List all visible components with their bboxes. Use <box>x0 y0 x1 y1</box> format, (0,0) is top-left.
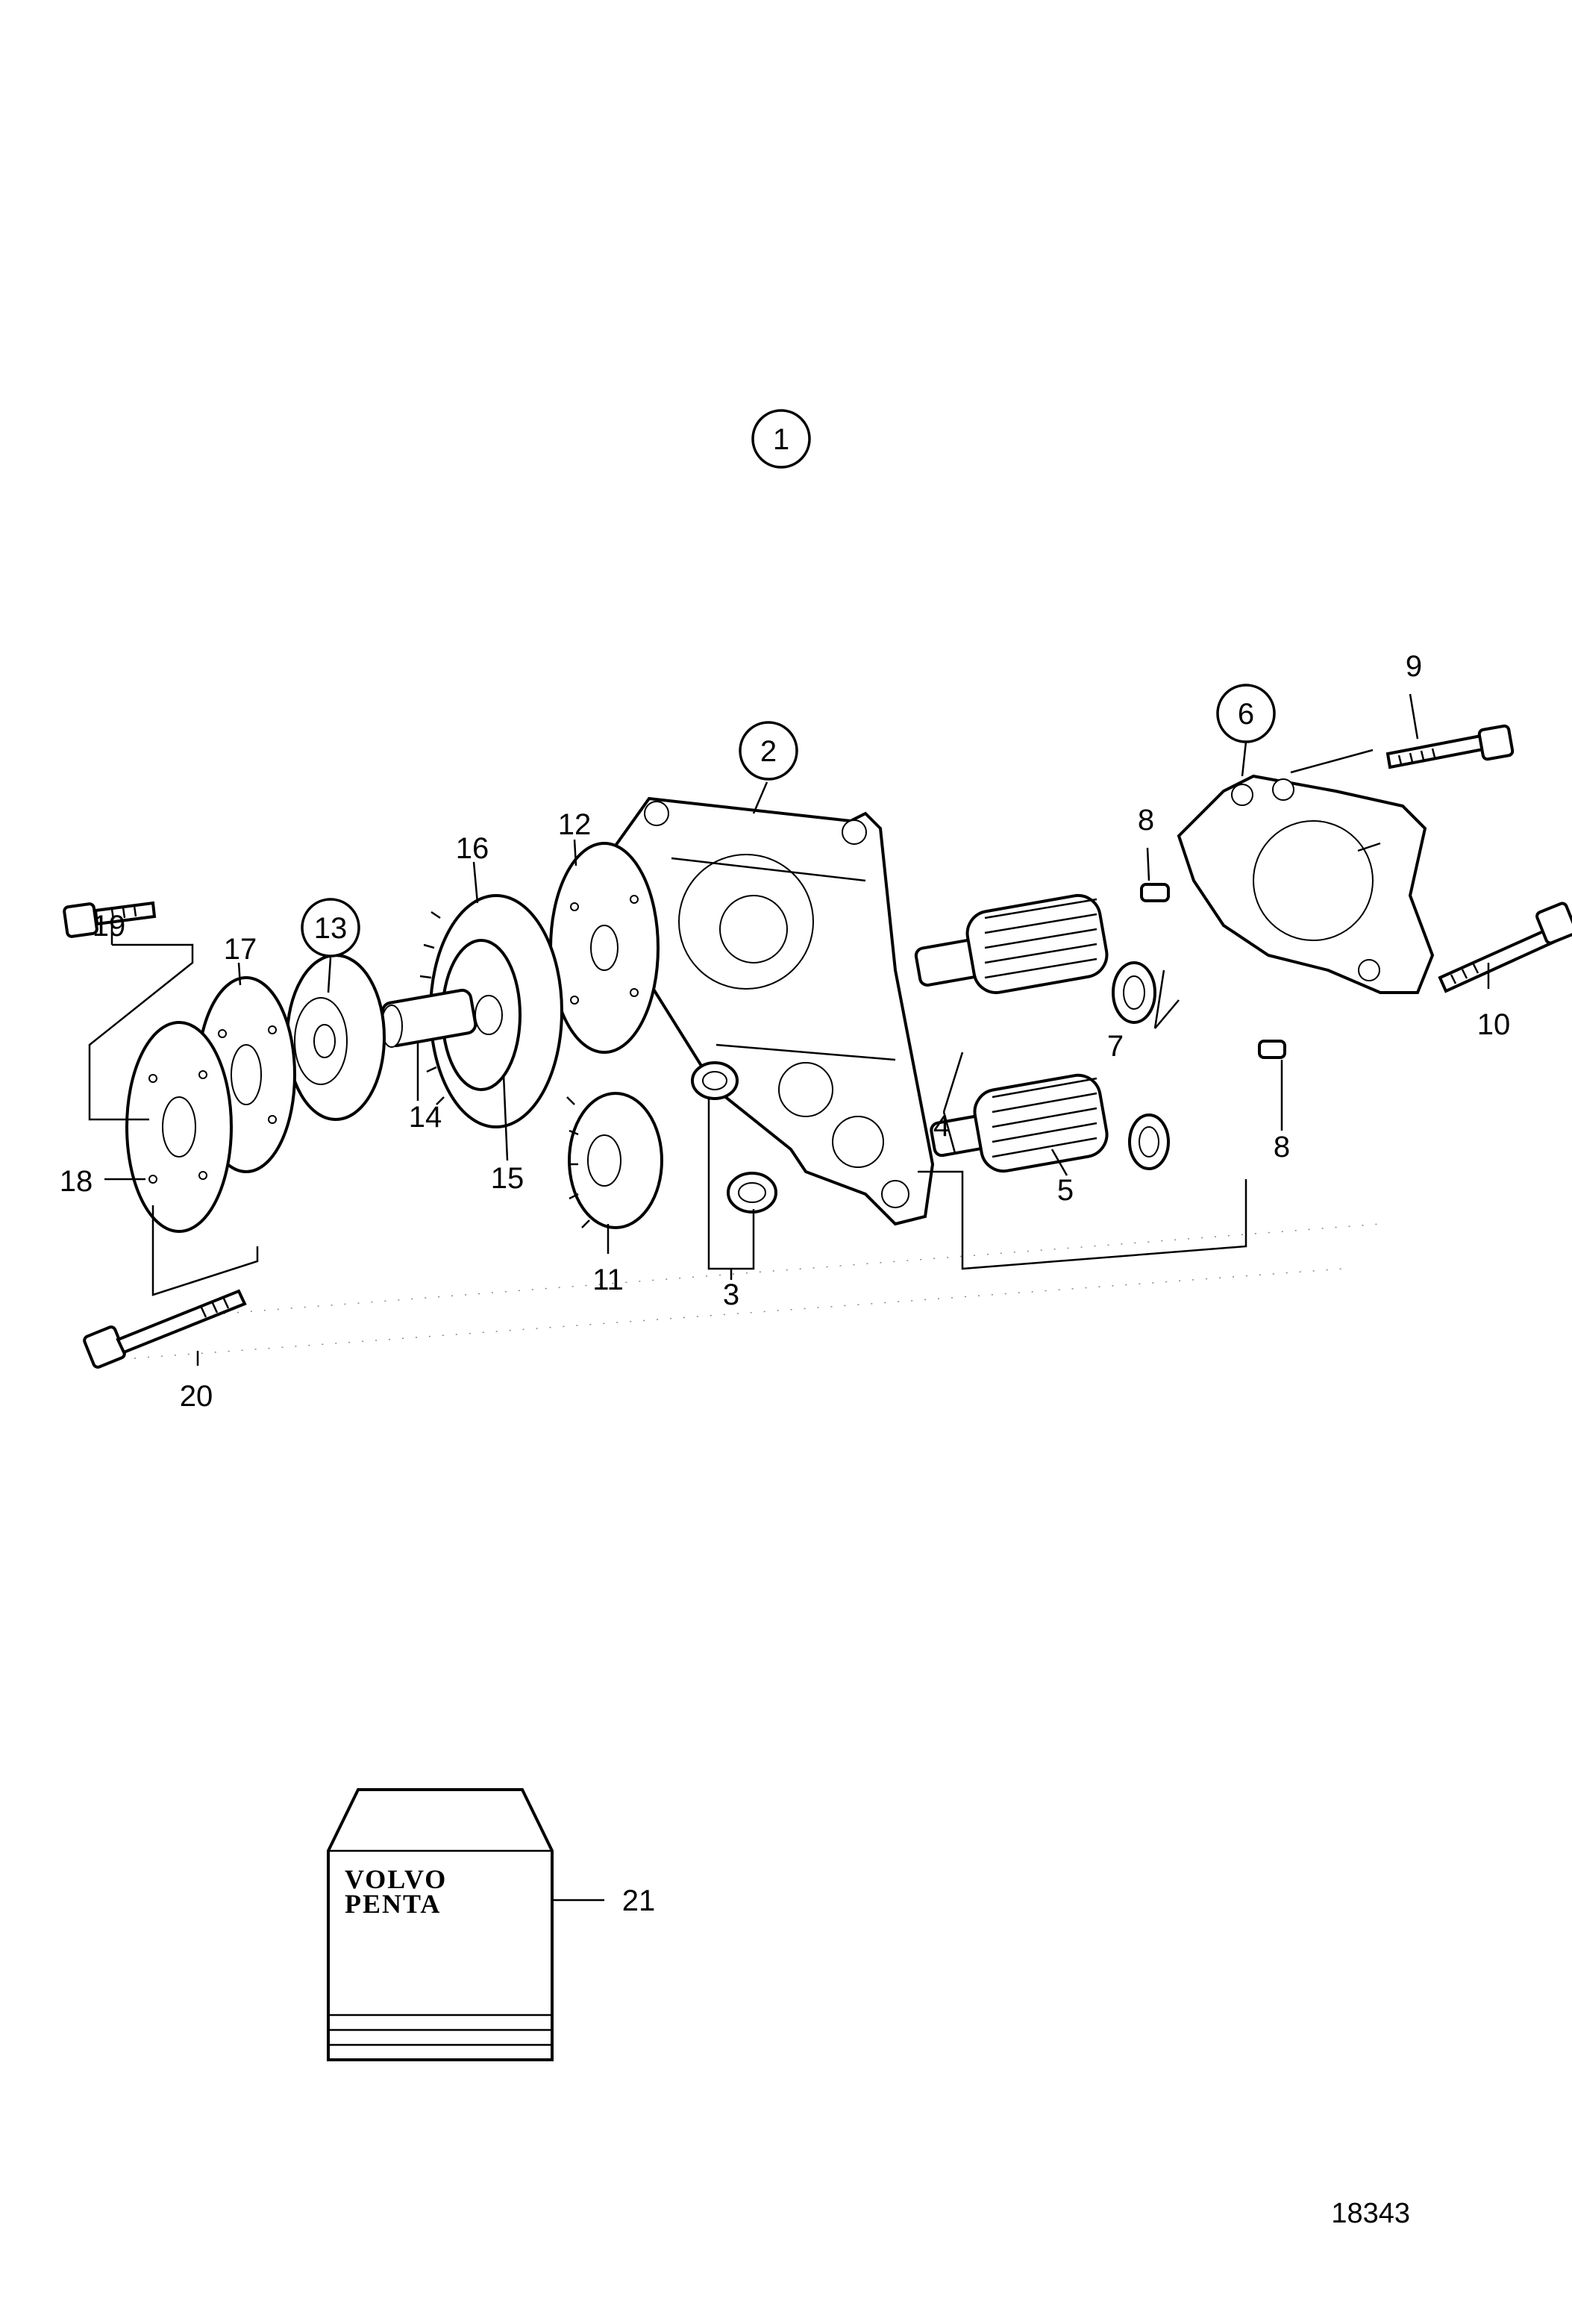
label-6-text: 6 <box>1238 698 1254 731</box>
bolt-10 <box>1438 902 1572 993</box>
label-4: 4 <box>933 1110 950 1143</box>
label-15: 15 <box>491 1162 524 1195</box>
circled-label-1: 1 <box>751 409 811 469</box>
large-gear-16 <box>419 894 563 1128</box>
pump-housing-plate <box>610 796 935 1226</box>
label-12: 12 <box>558 808 592 841</box>
hub-13 <box>286 954 386 1121</box>
pump-cover <box>1177 774 1435 994</box>
bushings-7 <box>1112 961 1170 1170</box>
label-10: 10 <box>1477 1008 1511 1041</box>
label-5: 5 <box>1057 1174 1074 1207</box>
circled-label-13: 13 <box>301 898 360 958</box>
label-18: 18 <box>60 1165 93 1198</box>
bolt-9 <box>1385 724 1515 769</box>
leader-lines <box>88 693 1490 1902</box>
label-16: 16 <box>456 832 489 865</box>
background-dots <box>134 1223 1381 1359</box>
label-20: 20 <box>180 1380 213 1413</box>
drawing-reference-number: 18343 <box>1331 2198 1410 2229</box>
package-brand-line1: VOLVO <box>345 1864 447 1894</box>
label-7: 7 <box>1107 1030 1124 1063</box>
package-brand-line2: PENTA <box>345 1889 441 1919</box>
circled-label-6: 6 <box>1216 684 1276 743</box>
label-17: 17 <box>224 933 257 966</box>
label-3: 3 <box>723 1278 739 1311</box>
retaining-plate-18 <box>125 1021 233 1233</box>
pump-gear-5 <box>930 1073 1109 1173</box>
label-11: 11 <box>592 1263 624 1296</box>
label-9: 9 <box>1406 650 1422 683</box>
label-13-text: 13 <box>314 912 348 945</box>
gasket-kit-package: VOLVO PENTA <box>327 1788 554 2061</box>
idler-gear-11 <box>566 1092 663 1229</box>
label-8-top: 8 <box>1138 804 1154 837</box>
label-1-text: 1 <box>773 423 789 456</box>
bushings-3 <box>691 1061 777 1213</box>
dowel-pins-8 <box>1140 883 1286 1059</box>
label-21: 21 <box>622 1884 656 1917</box>
thrust-plate-12 <box>549 842 660 1054</box>
label-2-text: 2 <box>760 735 777 768</box>
circled-label-2: 2 <box>739 721 798 781</box>
pump-gear-4 <box>914 893 1109 995</box>
bolt-20 <box>83 1289 247 1369</box>
label-19: 19 <box>93 910 126 943</box>
bolt-19 <box>63 901 157 938</box>
label-8-bottom: 8 <box>1274 1131 1290 1163</box>
label-14: 14 <box>409 1101 442 1134</box>
